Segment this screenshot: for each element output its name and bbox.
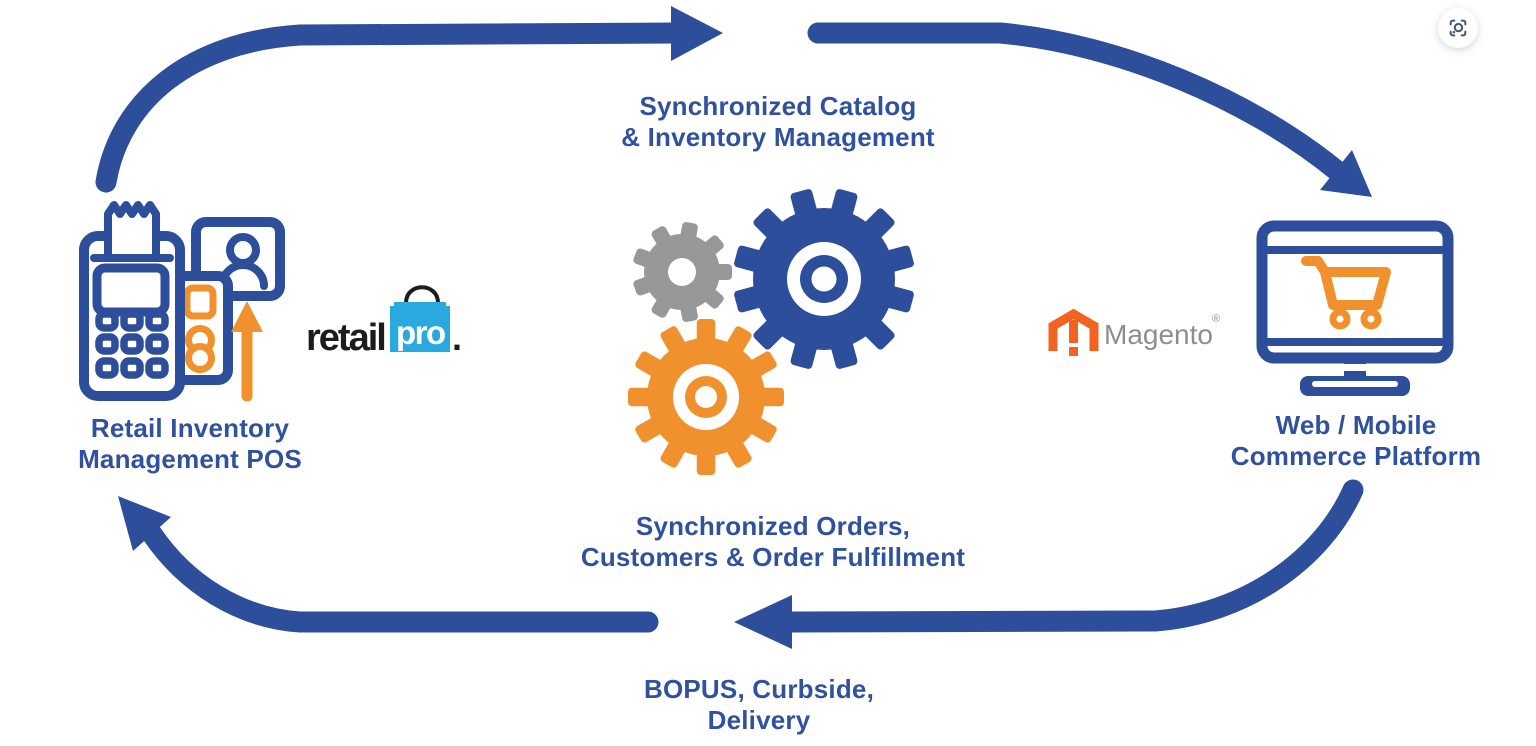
retailpro-logo: retail pro . [306, 285, 462, 359]
arrow-top-right [807, 22, 1372, 197]
magento-mark-icon [1048, 308, 1099, 351]
label-fulfillment-modes-line2: Delivery [707, 705, 811, 735]
label-bottom-flow-line1: Synchronized Orders, [635, 511, 911, 541]
pos-terminal-icon [79, 201, 285, 402]
retailpro-pro-text: pro [396, 314, 445, 351]
magento-logo: Magento ® [1048, 308, 1220, 356]
label-pos: Retail Inventory Management POS [30, 413, 350, 475]
terminal-screen [92, 263, 170, 317]
label-top-flow-line2: & Inventory Management [621, 122, 935, 152]
monitor-cart-icon [1256, 220, 1454, 396]
label-bottom-flow-line2: Customers & Order Fulfillment [580, 542, 966, 572]
lens-scan-icon [1449, 19, 1467, 37]
cart-icon [1301, 256, 1391, 310]
magento-registered-mark: ® [1212, 313, 1220, 325]
label-pos-line2: Management POS [78, 444, 302, 474]
label-commerce-line2: Commerce Platform [1230, 441, 1482, 471]
retailpro-mark: . [452, 317, 462, 358]
bag-icon [390, 302, 450, 352]
arrow-bottom-right [734, 479, 1364, 649]
label-top-flow-line1: Synchronized Catalog [639, 91, 917, 121]
label-commerce: Web / Mobile Commerce Platform [1196, 410, 1516, 472]
bag-handle-icon [404, 285, 440, 304]
label-fulfillment-modes-line1: BOPUS, Curbside, [643, 674, 874, 704]
magento-wordmark: Magento [1104, 319, 1213, 350]
label-top-flow: Synchronized Catalog & Inventory Managem… [528, 91, 1028, 153]
receipt-icon [104, 201, 160, 262]
arrow-top-left [95, 6, 723, 193]
label-commerce-line1: Web / Mobile [1275, 410, 1437, 440]
gears-icon [628, 189, 914, 475]
label-pos-line1: Retail Inventory [90, 413, 290, 443]
retailpro-wordmark: retail [306, 317, 385, 359]
label-bottom-flow: Synchronized Orders, Customers & Order F… [523, 511, 1023, 573]
screenshot-button[interactable] [1438, 8, 1478, 48]
arrow-bottom-left [118, 496, 659, 633]
label-fulfillment-modes: BOPUS, Curbside, Delivery [559, 674, 959, 736]
